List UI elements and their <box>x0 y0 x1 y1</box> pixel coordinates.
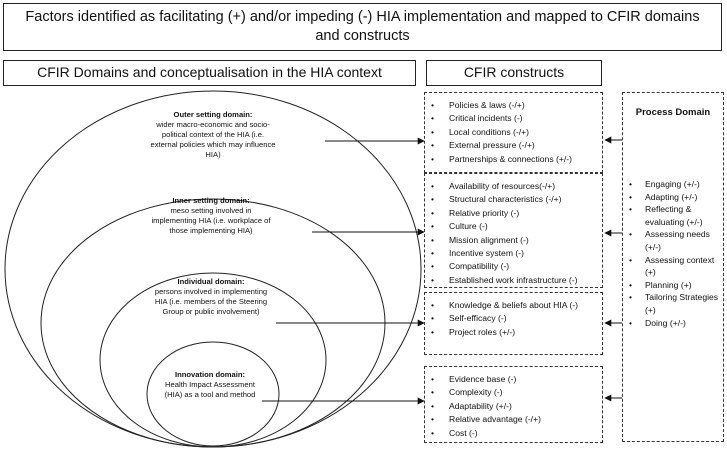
construct-item: Mission alignment (-) <box>431 234 598 248</box>
individual-domain-label: Individual domain: persons involved in i… <box>150 277 272 317</box>
inner-domain-desc: meso setting involved in implementing HI… <box>151 206 271 235</box>
construct-item: Availability of resources(-/+) <box>431 180 598 194</box>
construct-item: Relative priority (-) <box>431 207 598 221</box>
inner-domain-label: Inner setting domain: meso setting invol… <box>150 196 272 236</box>
process-item: Doing (+/-) <box>629 317 719 330</box>
innovation-domain-label: Innovation domain: Health Impact Assessm… <box>158 370 262 400</box>
outer-domain-title: Outer setting domain: <box>173 110 253 119</box>
construct-item: Incentive system (-) <box>431 247 598 261</box>
innovation-constructs-box: Evidence base (-) Complexity (-) Adaptab… <box>424 366 603 443</box>
individual-domain-title: Individual domain: <box>177 277 245 286</box>
domains-header: CFIR Domains and conceptualisation in th… <box>3 60 416 86</box>
process-item: Adapting (+/-) <box>629 191 719 204</box>
construct-item: Local conditions (-/+) <box>431 126 598 140</box>
construct-item: Critical incidents (-) <box>431 112 598 126</box>
construct-item: Partnerships & connections (+/-) <box>431 153 598 167</box>
construct-item: Complexity (-) <box>431 386 598 400</box>
construct-item: Knowledge & beliefs about HIA (-) <box>431 299 598 313</box>
construct-item: Adaptability (+/-) <box>431 400 598 414</box>
individual-circle <box>99 272 327 448</box>
construct-item: Evidence base (-) <box>431 373 598 387</box>
construct-item: External pressure (-/+) <box>431 139 598 153</box>
process-domain-title: Process Domain <box>635 107 711 118</box>
constructs-header: CFIR constructs <box>426 60 602 86</box>
construct-item: Policies & laws (-/+) <box>431 99 598 113</box>
inner-domain-title: Inner setting domain: <box>172 196 250 205</box>
process-item: Planning (+) <box>629 279 719 292</box>
process-item: Reflecting & evaluating (+/-) <box>629 203 719 228</box>
construct-item: Cost (-) <box>431 427 598 441</box>
figure-title: Factors identified as facilitating (+) a… <box>3 3 722 51</box>
construct-item: Compatibility (-) <box>431 260 598 274</box>
innovation-circle <box>146 341 280 447</box>
construct-item: Established work infrastructure (-) <box>431 274 598 288</box>
outer-domain-desc: wider macro-economic and socio- politica… <box>150 120 276 159</box>
construct-item: Self-efficacy (-) <box>431 312 598 326</box>
process-item: Tailoring Strategies (+) <box>629 291 719 316</box>
construct-item: Structural characteristics (-/+) <box>431 193 598 207</box>
innovation-domain-desc: Health Impact Assessment (HIA) as a tool… <box>164 380 256 399</box>
inner-constructs-box: Availability of resources(-/+) Structura… <box>424 173 603 288</box>
outer-constructs-box: Policies & laws (-/+) Critical incidents… <box>424 92 603 173</box>
individual-constructs-box: Knowledge & beliefs about HIA (-) Self-e… <box>424 292 603 355</box>
process-item: Assessing context (+) <box>629 254 719 279</box>
process-item: Assessing needs (+/-) <box>629 228 719 253</box>
construct-item: Project roles (+/-) <box>431 326 598 340</box>
process-item: Engaging (+/-) <box>629 178 719 191</box>
individual-domain-desc: persons involved in implementing HIA (i.… <box>154 287 268 316</box>
process-domain-box: Process Domain Engaging (+/-) Adapting (… <box>622 92 724 442</box>
construct-item: Culture (-) <box>431 220 598 234</box>
construct-item: Relative advantage (-/+) <box>431 413 598 427</box>
innovation-domain-title: Innovation domain: <box>174 370 246 379</box>
outer-domain-label: Outer setting domain: wider macro-econom… <box>148 110 278 160</box>
